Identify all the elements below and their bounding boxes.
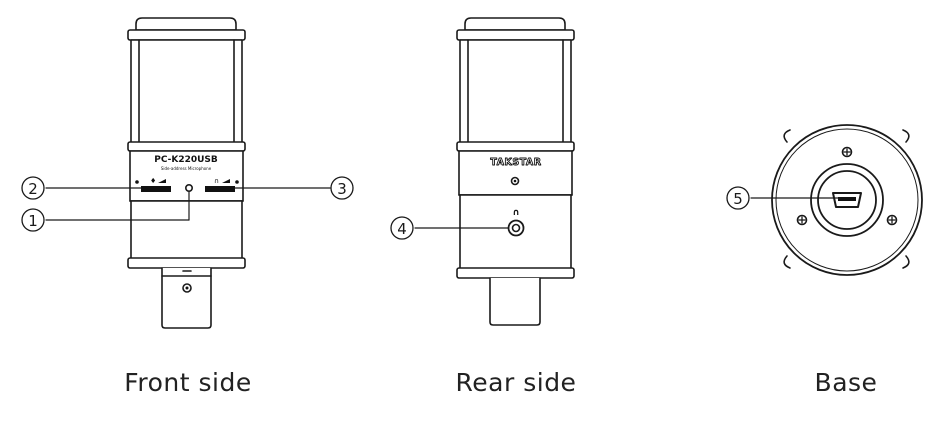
base-inner-ring xyxy=(775,128,919,272)
base-tab-top-left xyxy=(783,129,791,143)
front-top-band xyxy=(127,29,246,41)
caption-base: Base xyxy=(814,368,878,397)
front-mic-gain-slider xyxy=(141,186,171,192)
front-mount-screw-center xyxy=(185,286,189,290)
caption-front-side: Front side xyxy=(124,368,252,397)
base-tab-bottom-right xyxy=(902,255,910,269)
rear-brand-logo: TAKSTAR xyxy=(490,157,541,168)
callout-2-number: 2 xyxy=(28,180,38,198)
front-bottom-band xyxy=(127,257,246,269)
rear-top-band xyxy=(456,29,575,41)
rear-headphone-icon: ∩ xyxy=(512,208,519,218)
rear-mount-stem xyxy=(489,277,541,326)
front-lower-band xyxy=(127,141,246,152)
usb-port-tongue xyxy=(838,197,856,201)
base-tab-bottom-left xyxy=(783,255,791,269)
front-model-label: PC-K220USB xyxy=(154,155,218,165)
base-screw-top xyxy=(841,146,853,158)
callout-1-circle xyxy=(21,208,45,232)
rear-nameplate xyxy=(458,150,573,196)
front-side-dot-right xyxy=(235,180,239,184)
front-lower-body xyxy=(130,200,243,260)
callout-1-number: 1 xyxy=(28,212,38,230)
caption-rear-side: Rear side xyxy=(455,368,577,397)
base-tab-top-right xyxy=(902,129,910,143)
front-headphone-slider xyxy=(205,186,235,192)
base-view: 5 xyxy=(726,124,923,276)
rear-view: TAKSTAR ∩ 4 xyxy=(390,17,575,326)
rear-screw-center xyxy=(513,179,517,183)
callout-5-circle xyxy=(726,186,750,210)
callout-3-circle xyxy=(330,176,354,200)
front-grille xyxy=(130,39,243,149)
front-mount-stem xyxy=(161,267,212,329)
callout-5-number: 5 xyxy=(733,190,743,208)
front-model-sublabel: Side-address Microphone xyxy=(161,166,212,171)
callout-4-number: 4 xyxy=(397,220,407,238)
headphone-ramp-icon xyxy=(222,179,230,183)
front-view: PC-K220USB Side-address Microphone ♦ ∩ 2… xyxy=(21,17,354,329)
callout-2-circle xyxy=(21,176,45,200)
headphone-icon: ∩ xyxy=(214,177,219,185)
front-led-indicator xyxy=(185,184,194,193)
mic-gain-ramp-icon xyxy=(158,179,166,183)
base-screw-left xyxy=(796,214,808,226)
front-top-cap xyxy=(135,17,237,31)
front-nameplate xyxy=(129,150,244,202)
rear-grille xyxy=(459,39,572,149)
callout-3-number: 3 xyxy=(337,180,347,198)
rear-top-cap xyxy=(464,17,566,31)
rear-lower-band xyxy=(456,141,575,152)
front-side-dot-left xyxy=(135,180,139,184)
headphone-jack-inner xyxy=(511,223,521,233)
mic-icon: ♦ xyxy=(150,177,156,185)
rear-bottom-band xyxy=(456,267,575,279)
callout-4-circle xyxy=(390,216,414,240)
base-screw-right xyxy=(886,214,898,226)
